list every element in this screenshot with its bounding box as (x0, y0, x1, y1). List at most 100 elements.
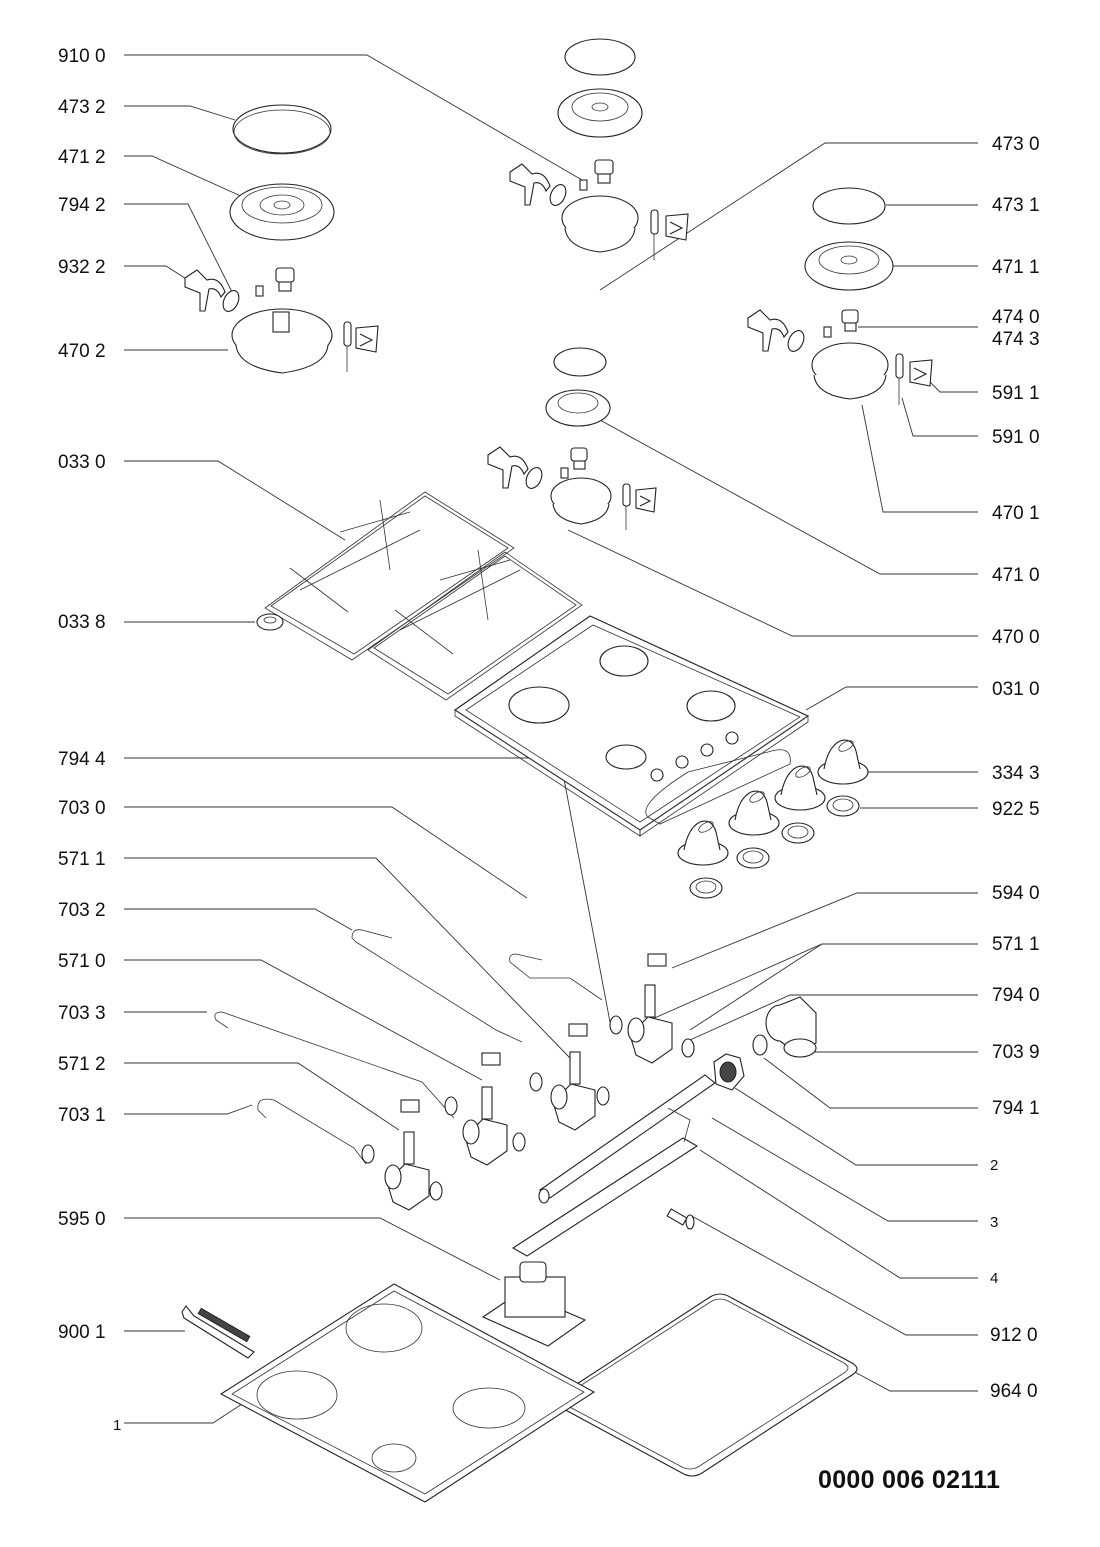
clip-932-0 (487, 446, 529, 489)
tray-burner-seat-3 (452, 1387, 526, 1429)
tray-burner-seat-2 (345, 1303, 423, 1353)
knob-1 (677, 820, 729, 866)
flame-spreader-471-2 (229, 183, 335, 241)
label-2: 2 (990, 1157, 998, 1174)
electrode-591-0 (895, 353, 904, 379)
seal-ring-top (549, 184, 567, 206)
leader-703-0 (124, 806, 528, 899)
label-571-1-left: 571 1 (58, 849, 106, 870)
burner-cap-473-1 (812, 187, 886, 225)
bottom-tray-1 (219, 1283, 596, 1503)
label-1: 1 (113, 1417, 121, 1434)
label-703-1: 703 1 (58, 1105, 106, 1126)
knob-hole-3 (700, 743, 714, 757)
burner-base-470-1 (811, 342, 889, 400)
leader-lines (124, 54, 978, 1424)
pan-support-033-0-left (264, 491, 515, 661)
hob-top-031-0 (454, 615, 810, 837)
label-910-0: 910 0 (58, 46, 106, 67)
bezel-3 (781, 822, 815, 844)
label-794-0: 794 0 (992, 985, 1040, 1006)
valve-571-2 (384, 1131, 430, 1211)
clip-spring-top (665, 213, 689, 241)
leader-571-1-left (124, 857, 571, 1059)
burner-base-470-2 (231, 308, 333, 374)
leader-571-2 (124, 1062, 400, 1131)
label-473-0: 473 0 (992, 134, 1040, 155)
label-471-0: 471 0 (992, 565, 1040, 586)
left-labels: 910 0 473 2 471 2 794 2 932 2 470 2 033 … (58, 46, 121, 1434)
leader-571-0 (124, 959, 483, 1081)
injector-474-2 (275, 267, 295, 292)
leader-571-1-right-b (689, 943, 823, 1031)
clip-spring-591-2 (355, 325, 379, 353)
electrode-591-2 (343, 321, 352, 372)
knob-2 (728, 790, 780, 836)
burner-base-470-0 (550, 477, 612, 525)
label-591-0: 591 0 (992, 427, 1040, 448)
manifold-pipe-3 (538, 1074, 716, 1204)
burner-well-3 (686, 690, 736, 722)
nut-2 (713, 1053, 745, 1091)
label-794-1: 794 1 (992, 1098, 1040, 1119)
hob-seal-964-0 (554, 1293, 858, 1477)
pipe-703-3 (214, 1011, 455, 1119)
leader-031-0 (805, 686, 978, 711)
burner-assembly-1 (747, 187, 933, 405)
leader-594-0 (671, 892, 978, 969)
burner-cap-473-2 (232, 104, 332, 155)
clip-top (509, 163, 551, 206)
control-panel-recess (645, 749, 791, 825)
valve-571-1-left (550, 1051, 596, 1131)
rubber-foot-033-8 (256, 613, 284, 631)
injector-top (594, 159, 614, 184)
label-703-0: 703 0 (58, 798, 106, 819)
label-4: 4 (990, 1270, 998, 1287)
label-470-0: 470 0 (992, 627, 1040, 648)
label-474-3: 474 3 (992, 329, 1040, 350)
pipe-703-0 (509, 953, 603, 1001)
label-571-2: 571 2 (58, 1054, 106, 1075)
label-912-0: 912 0 (990, 1325, 1038, 1346)
burner-assembly-center-top (509, 38, 689, 260)
label-594-0: 594 0 (992, 883, 1040, 904)
leader-912-0 (689, 1214, 978, 1336)
seal-ring-794-0b (525, 467, 543, 489)
leader-595-0 (124, 1217, 501, 1281)
pipe-703-1 (257, 1098, 367, 1165)
leader-964-0 (850, 1369, 978, 1392)
gas-pipes (214, 929, 603, 1165)
leader-4 (699, 1149, 978, 1279)
leader-794-2 (124, 203, 233, 293)
label-794-4: 794 4 (58, 749, 106, 770)
seal-794-1 (752, 1034, 768, 1056)
leader-470-1 (861, 404, 978, 513)
clip-spring-591-1 (909, 359, 933, 387)
screw-910-2 (255, 285, 264, 297)
bezels-922-5 (689, 795, 860, 899)
knob-hole-2 (675, 755, 689, 769)
tray-burner-seat-1 (256, 1370, 338, 1420)
bezel-1 (689, 877, 723, 899)
electrode-top (650, 209, 659, 235)
knobs-334-3 (677, 739, 869, 866)
leader-794-1 (763, 1057, 978, 1109)
label-033-0: 033 0 (58, 452, 106, 473)
label-932-2: 932 2 (58, 257, 106, 278)
flame-spreader-top (557, 88, 643, 138)
burner-base-top (561, 195, 639, 253)
leader-910-0 (124, 54, 583, 181)
leader-3 (711, 1117, 978, 1222)
burner-cap-473-0 (553, 347, 607, 377)
label-703-2: 703 2 (58, 900, 106, 921)
label-591-1: 591 1 (992, 383, 1040, 404)
electrode-591-b (622, 483, 631, 507)
screw-910-0 (579, 179, 588, 191)
burner-well-1 (508, 686, 570, 724)
leader-473-0 (599, 142, 978, 291)
flame-spreader-471-0 (545, 389, 611, 427)
clip-932-2 (184, 269, 226, 312)
leader-2 (734, 1087, 978, 1166)
leader-794-0 (689, 994, 978, 1041)
label-334-3: 334 3 (992, 763, 1040, 784)
